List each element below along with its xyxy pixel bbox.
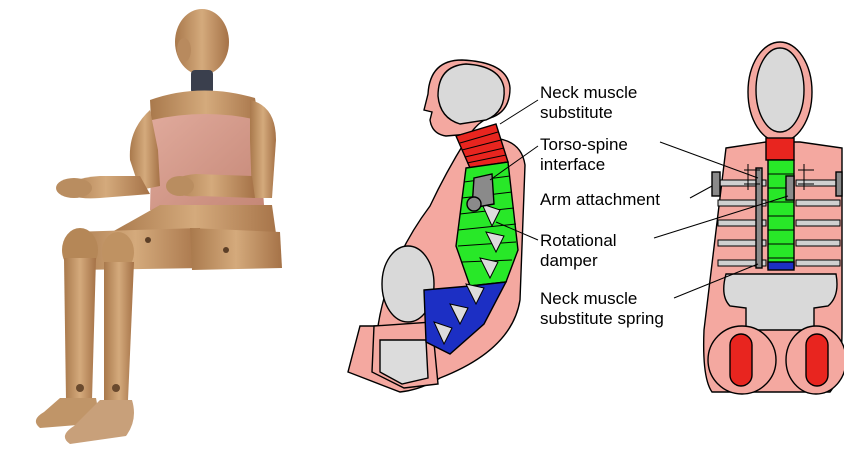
rib	[796, 220, 840, 226]
front-spring-rod-left	[756, 168, 762, 268]
dummy-thigh-right	[190, 228, 282, 270]
label-neck-muscle-line1: Neck muscle	[540, 83, 637, 102]
label-torso-spine-line2: interface	[540, 155, 605, 174]
label-arm-attachment: Arm attachment	[540, 190, 660, 209]
dummy-neck	[191, 70, 213, 94]
label-rotational-line2: damper	[540, 251, 598, 270]
front-neck	[766, 138, 794, 160]
label-spring-line1: Neck muscle	[540, 289, 637, 308]
labels: Neck muscle substitute Torso-spine inter…	[540, 83, 664, 328]
front-arm-attachment-left	[712, 172, 720, 196]
dummy-joint	[145, 237, 151, 243]
dummy-shin-left	[64, 258, 96, 400]
side-interface-pivot	[467, 197, 481, 211]
front-thigh-insert-left	[730, 334, 752, 386]
label-rotational-line1: Rotational	[540, 231, 617, 250]
rib	[796, 240, 840, 246]
dummy-chest	[150, 114, 264, 215]
rib	[796, 260, 840, 266]
front-lumbar	[768, 262, 794, 270]
leader-arm	[690, 186, 712, 198]
dummy-ankle-left	[76, 384, 84, 392]
dummy-hand-right	[166, 176, 194, 196]
front-arm-attachment-right	[836, 172, 842, 196]
side-head-skull	[438, 64, 504, 124]
label-neck-muscle-line2: substitute	[540, 103, 613, 122]
dummy-shin-right	[104, 262, 134, 400]
dummy-arm-right	[250, 100, 276, 198]
dummy-hand-left	[56, 178, 92, 198]
front-head-skull	[756, 48, 804, 132]
rib	[796, 200, 840, 206]
dummy-joint	[223, 247, 229, 253]
front-view-diagram	[704, 42, 844, 394]
label-spring-line2: substitute spring	[540, 309, 664, 328]
label-torso-spine-line1: Torso-spine	[540, 135, 628, 154]
side-view-diagram	[348, 60, 525, 392]
front-thigh-insert-right	[806, 334, 828, 386]
rib	[796, 180, 840, 186]
dummy-ankle-right	[112, 384, 120, 392]
dummy-photo	[36, 9, 282, 444]
dummy-face	[177, 38, 191, 62]
